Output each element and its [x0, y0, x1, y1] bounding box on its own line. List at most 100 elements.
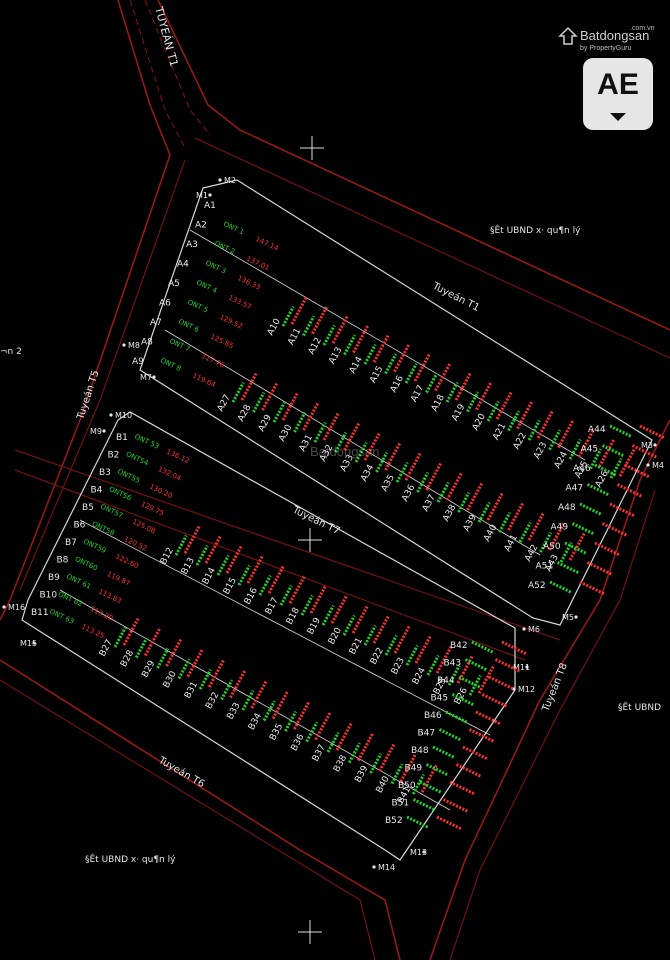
watermark-center: Batdongsan [310, 444, 379, 459]
lot-value-mark [548, 420, 574, 451]
lot-value-mark [568, 429, 595, 460]
lot-id: A38 [441, 503, 458, 523]
lot-area: 125.85 [209, 333, 235, 351]
lot-code: ONT56 [108, 485, 134, 503]
lot-id: A49 [551, 523, 569, 533]
lot-id: A9 [132, 357, 144, 367]
lot-value-mark [436, 472, 463, 503]
lot-id: A35 [380, 473, 397, 493]
marker-point [525, 665, 529, 669]
marker-label: M10 [115, 411, 132, 420]
lot-id: B42 [450, 641, 468, 651]
marker-label: M7 [140, 373, 152, 382]
lot-value-mark [571, 522, 629, 538]
lot-id: B48 [411, 746, 429, 756]
lot-id: A8 [141, 338, 153, 348]
lot-code: ONT 2 [213, 240, 236, 256]
marker-point [522, 627, 526, 631]
lot-value-mark [390, 754, 417, 785]
lot-code: ONT 62 [57, 590, 84, 608]
lot-value-mark [609, 448, 636, 479]
lot-id: A36 [400, 483, 417, 503]
lot-id: A10 [266, 317, 283, 337]
lot-code: ONT58 [91, 520, 116, 537]
watermark-domain: .com.vn [630, 25, 655, 32]
lot-id: A2 [195, 221, 207, 231]
watermark-logo-icon [558, 26, 578, 45]
marker-point [653, 443, 657, 447]
lot-value-mark [579, 502, 636, 518]
lot-id: B24 [411, 666, 428, 686]
marker-label: M11 [513, 663, 530, 672]
marker-label: M5 [562, 613, 574, 622]
lot-value-mark [609, 424, 666, 440]
lot-id: B31 [183, 680, 200, 700]
lot-id: A18 [430, 393, 447, 413]
lot-id: A13 [327, 346, 344, 366]
marker-point [512, 687, 516, 691]
lot-value-mark [322, 315, 349, 346]
lot-code: ONT 3 [204, 259, 227, 275]
lot-id: A51 [536, 562, 554, 572]
lot-value-mark [486, 391, 513, 422]
lot-id: B52 [385, 816, 403, 826]
marker-label: M14 [378, 863, 395, 872]
lot-area: 125.08 [131, 518, 157, 536]
chevron-down-icon [610, 113, 626, 121]
lot-value-mark [113, 617, 140, 648]
lot-value-mark [384, 344, 410, 375]
lot-value-mark [300, 585, 327, 616]
lot-id: B36 [290, 732, 307, 752]
lot-area: 117.76 [200, 352, 226, 370]
lot-value-mark [406, 815, 463, 831]
lot-value-mark [527, 410, 554, 441]
text-recognition-button[interactable]: AE [583, 58, 653, 130]
lot-code: ONT 5 [186, 298, 209, 314]
marker-point [372, 865, 376, 869]
lot-code: ONT 6 [177, 318, 201, 335]
lot-area: 119.87 [106, 570, 132, 588]
lot-value-mark [564, 541, 621, 557]
lot-id: B33 [226, 701, 243, 721]
lot-id: B10 [40, 591, 58, 601]
lot-id: B40 [375, 774, 392, 794]
lot-id: B45 [431, 694, 449, 704]
lot-id: B5 [82, 503, 94, 513]
lot-value-mark [468, 665, 495, 696]
lot-id: A40 [482, 523, 499, 543]
block-a [139, 179, 653, 626]
lot-code: ONT 61 [65, 573, 92, 591]
lot-id: B9 [48, 573, 60, 583]
marker-point [218, 178, 222, 182]
lot-id: B17 [264, 596, 281, 616]
lot-id: A48 [558, 503, 576, 513]
lot-value-mark [404, 353, 431, 384]
lot-area: 136.33 [236, 274, 262, 292]
area-labels: §Êt UBND x· qu¶n lý §Êt UBND x· qu¶n lý … [0, 224, 661, 865]
lot-value-mark [539, 522, 565, 553]
marker-point [152, 375, 156, 379]
lot-code: ONT60 [74, 555, 99, 572]
lot-value-mark [445, 710, 502, 726]
lot-id: B46 [424, 711, 442, 721]
lot-id: A11 [286, 327, 303, 347]
lot-id: B22 [369, 646, 386, 666]
lot-id: B47 [418, 729, 436, 739]
lot-value-mark [384, 625, 411, 656]
marker-label: M12 [518, 685, 535, 694]
lot-value-mark [432, 745, 489, 761]
lot-value-mark [326, 722, 353, 753]
lot-area: 129.75 [140, 500, 166, 518]
lot-code: ONT 1 [222, 220, 245, 236]
lot-value-mark [284, 701, 310, 732]
marker-point [32, 641, 36, 645]
text-recognition-label: AE [597, 68, 639, 101]
lot-id: A52 [528, 581, 546, 591]
lot-id: B13 [180, 556, 197, 576]
lot-value-mark [177, 649, 204, 680]
lot-id: A7 [150, 318, 162, 328]
lot-id: B32 [204, 691, 221, 711]
lot-value-mark [258, 565, 285, 596]
